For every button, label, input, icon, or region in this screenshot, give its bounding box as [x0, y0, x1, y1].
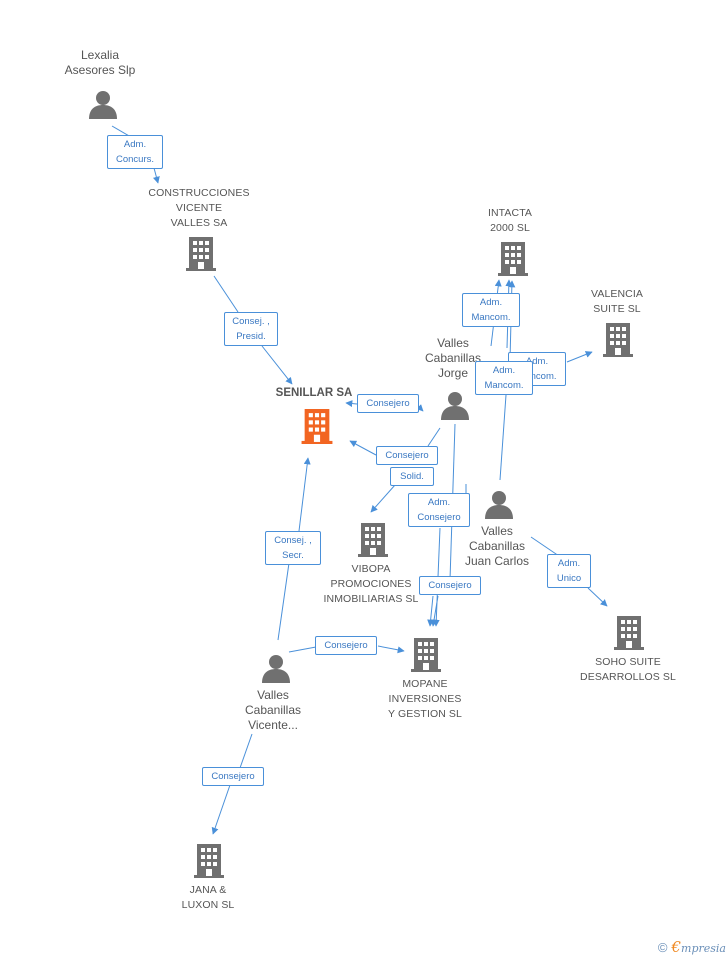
edge-line — [416, 404, 424, 412]
edge-line — [261, 345, 293, 385]
copyright-icon: © — [657, 940, 668, 955]
edge-label-adm-consejero[interactable]: Adm. Consejero — [408, 493, 470, 527]
edge-line — [427, 595, 435, 627]
edge-label-consejero[interactable]: Consejero — [419, 576, 481, 595]
edge-label-consejero[interactable]: Consejero — [202, 767, 264, 786]
node-label-mopane: MOPANE INVERSIONES Y GESTION SL — [388, 678, 462, 720]
edge-line — [499, 394, 507, 481]
edge-line — [587, 587, 608, 607]
edge-label-consejero[interactable]: Consejero — [357, 394, 419, 413]
edge-line — [345, 400, 358, 408]
edge-line — [566, 351, 593, 363]
building-icon[interactable] — [614, 616, 644, 655]
edge-label-consej-presid[interactable]: Consej. , Presid. — [224, 312, 278, 346]
edge-line — [239, 733, 253, 769]
edge-line — [213, 275, 239, 313]
person-icon[interactable] — [88, 89, 118, 124]
building-icon[interactable] — [603, 323, 633, 362]
building-icon[interactable] — [194, 844, 224, 883]
node-label-jorge: Valles Cabanillas Jorge — [424, 336, 482, 380]
edge-line — [152, 167, 160, 184]
node-label-soho: SOHO SUITE DESARROLLOS SL — [580, 656, 676, 683]
edge-line — [427, 427, 441, 447]
building-icon[interactable] — [186, 237, 216, 276]
edge-label-solid[interactable]: Solid. — [390, 467, 434, 486]
building-icon[interactable] — [498, 242, 528, 281]
edge-line — [298, 457, 311, 532]
node-label-lexalia: Lexalia Asesores Slp — [64, 48, 136, 77]
building-icon[interactable] — [411, 638, 441, 677]
node-label-valencia: VALENCIA SUITE SL — [591, 288, 643, 315]
edge-label-adm-concurs[interactable]: Adm. Concurs. — [107, 135, 163, 169]
edge-label-adm-unico[interactable]: Adm. Unico — [547, 554, 591, 588]
edge-label-adm-mancom[interactable]: Adm. Mancom. — [462, 293, 520, 327]
node-label-intacta: INTACTA 2000 SL — [487, 207, 533, 234]
edge-line — [370, 484, 396, 513]
brand-name: mpresia — [681, 942, 726, 955]
focus-building-icon[interactable] — [301, 409, 333, 449]
empresia-logo: ©€mpresia — [658, 938, 726, 956]
node-label-vibopa: VIBOPA PROMOCIONES INMOBILIARIAS SL — [323, 563, 419, 605]
edge-line — [288, 646, 317, 653]
edge-label-adm-mancom[interactable]: Adm. Mancom. — [475, 361, 533, 395]
edge-label-consejero[interactable]: Consejero — [315, 636, 377, 655]
edge-label-consej-secr[interactable]: Consej. , Secr. — [265, 531, 321, 565]
node-label-vicente: Valles Cabanillas Vicente... — [244, 688, 302, 732]
edge-line — [211, 784, 231, 835]
edge-label-consejero[interactable]: Consejero — [376, 446, 438, 465]
person-icon[interactable] — [440, 390, 470, 425]
building-icon[interactable] — [358, 523, 388, 562]
edge-line — [530, 536, 560, 557]
node-label-jana: JANA & LUXON SL — [181, 884, 235, 911]
edge-line — [377, 645, 405, 654]
edge-line — [349, 440, 377, 456]
node-label-senillar: SENILLAR SA — [275, 387, 353, 399]
brand-initial: € — [671, 938, 682, 956]
person-icon[interactable] — [261, 653, 291, 688]
edge-line — [277, 562, 290, 641]
node-label-construcciones: CONSTRUCCIONES VICENTE VALLES SA — [148, 187, 250, 229]
node-label-juan-carlos: Valles Cabanillas Juan Carlos — [464, 524, 530, 568]
person-icon[interactable] — [484, 489, 514, 524]
edge-line — [430, 595, 439, 627]
